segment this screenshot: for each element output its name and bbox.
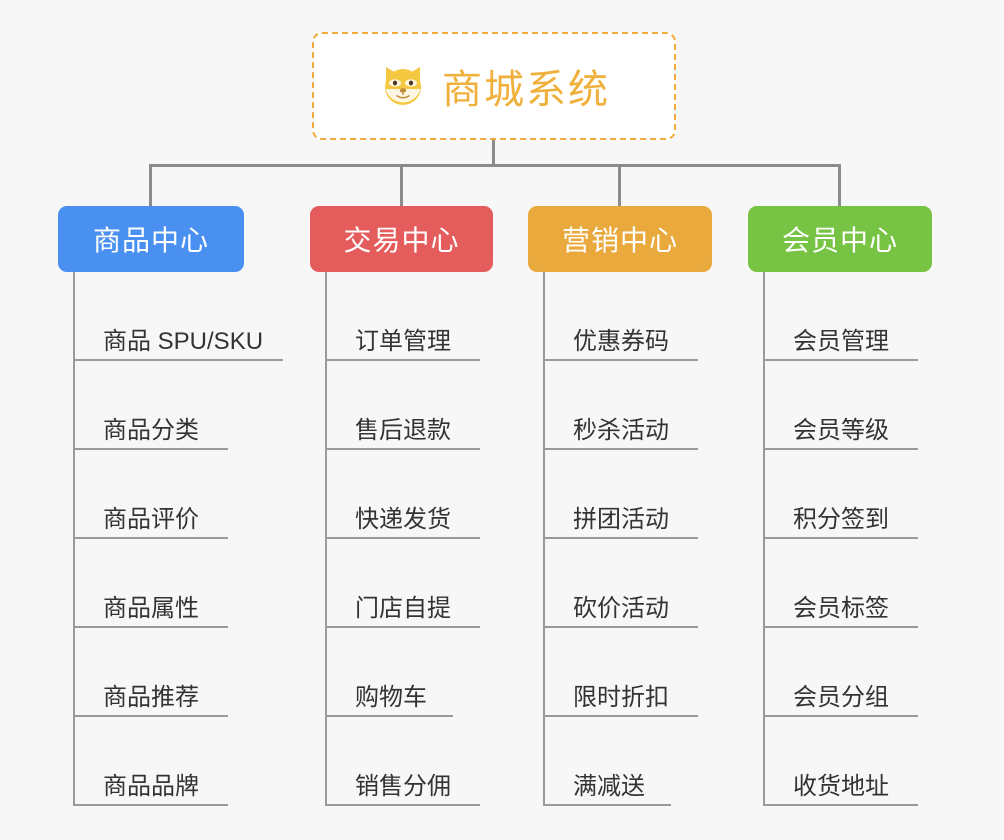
branch-spine-member-center [763,272,765,806]
branch-item[interactable]: 售后退款 [325,361,480,450]
branch-item-label: 商品 SPU/SKU [103,327,264,355]
branch-item-rule [325,359,480,361]
branch-column-marketing-center: 优惠券码 秒杀活动 拼团活动 砍价活动 限时折扣 满减送 [543,272,698,806]
branch-item-label: 商品品牌 [103,772,199,800]
branch-item-rule [763,448,918,450]
branch-item[interactable]: 商品 SPU/SKU [73,272,283,361]
connector-bus [150,164,840,167]
root-title: 商城系统 [442,68,610,112]
branch-item-rule [543,448,698,450]
branch-item[interactable]: 会员等级 [763,361,918,450]
category-box-marketing-center[interactable]: 营销中心 [528,206,712,272]
branch-item[interactable]: 订单管理 [325,272,480,361]
branch-item-rule [543,626,698,628]
branch-item-rule [325,804,480,806]
branch-item[interactable]: 商品属性 [73,539,263,628]
branch-item-rule [325,626,480,628]
branch-item-rule [73,715,228,717]
branch-item-label: 商品属性 [103,594,199,622]
branch-item[interactable]: 优惠券码 [543,272,698,361]
branch-spine-product-center [73,272,75,806]
branch-item-label: 拼团活动 [573,505,669,533]
dog-face-icon [378,61,428,111]
branch-item-label: 售后退款 [355,416,451,444]
branch-item-label: 满减送 [573,772,645,800]
branch-item[interactable]: 限时折扣 [543,628,698,717]
category-label-member-center: 会员中心 [781,225,898,256]
branch-item[interactable]: 收货地址 [763,717,918,806]
branch-item-rule [325,448,480,450]
branch-item-label: 订单管理 [355,327,451,355]
branch-item-rule [763,804,918,806]
branch-item-label: 会员标签 [793,594,889,622]
branch-item[interactable]: 满减送 [543,717,671,806]
branch-item-rule [543,359,698,361]
branch-item-rule [73,804,228,806]
branch-item[interactable]: 快递发货 [325,450,480,539]
branch-item-label: 优惠券码 [573,327,669,355]
branch-item-rule [73,626,228,628]
branch-item-label: 积分签到 [793,505,889,533]
branch-item[interactable]: 商品品牌 [73,717,263,806]
branch-item-rule [763,359,918,361]
category-box-member-center[interactable]: 会员中心 [748,206,932,272]
branch-item[interactable]: 秒杀活动 [543,361,698,450]
category-label-product-center: 商品中心 [92,225,209,256]
branch-spine-marketing-center [543,272,545,806]
branch-column-member-center: 会员管理 会员等级 积分签到 会员标签 会员分组 收货地址 [763,272,918,806]
branch-item-label: 门店自提 [355,594,451,622]
branch-item-label: 商品评价 [103,505,199,533]
connector-drop-product [149,164,152,208]
branch-item-rule [73,448,228,450]
category-label-marketing-center: 营销中心 [561,225,678,256]
branch-item-label: 商品分类 [103,416,199,444]
branch-item[interactable]: 砍价活动 [543,539,698,628]
connector-drop-marketing [618,164,621,208]
branch-item-rule [543,537,698,539]
branch-item-label: 砍价活动 [573,594,669,622]
branch-item[interactable]: 购物车 [325,628,453,717]
branch-item-label: 会员分组 [793,683,889,711]
branch-item-label: 快递发货 [355,505,451,533]
branch-item-rule [325,537,480,539]
branch-item-rule [543,715,698,717]
connector-drop-member [838,164,841,208]
branch-item-label: 会员管理 [793,327,889,355]
category-box-trade-center[interactable]: 交易中心 [310,206,493,272]
branch-item-rule [73,359,283,361]
branch-item-rule [325,715,453,717]
branch-item[interactable]: 积分签到 [763,450,918,539]
branch-item-rule [73,537,228,539]
branch-spine-trade-center [325,272,327,806]
branch-item-label: 销售分佣 [355,772,451,800]
branch-item-rule [543,804,671,806]
branch-column-product-center: 商品 SPU/SKU 商品分类 商品评价 商品属性 商品推荐 商品品牌 [73,272,283,806]
branch-item[interactable]: 会员管理 [763,272,918,361]
branch-item-label: 购物车 [355,683,427,711]
branch-item[interactable]: 会员分组 [763,628,918,717]
branch-item[interactable]: 拼团活动 [543,450,698,539]
branch-item-rule [763,626,918,628]
connector-drop-trade [400,164,403,208]
branch-item-label: 会员等级 [793,416,889,444]
branch-item-label: 收货地址 [793,772,889,800]
branch-item-rule [763,715,918,717]
category-box-product-center[interactable]: 商品中心 [58,206,244,272]
category-label-trade-center: 交易中心 [343,225,460,256]
branch-item-label: 限时折扣 [573,683,669,711]
branch-item[interactable]: 商品评价 [73,450,263,539]
branch-item[interactable]: 商品推荐 [73,628,263,717]
branch-column-trade-center: 订单管理 售后退款 快递发货 门店自提 购物车 销售分佣 [325,272,480,806]
branch-item-rule [763,537,918,539]
branch-item-label: 秒杀活动 [573,416,669,444]
branch-item[interactable]: 商品分类 [73,361,263,450]
branch-item[interactable]: 会员标签 [763,539,918,628]
branch-item[interactable]: 门店自提 [325,539,480,628]
branch-item-label: 商品推荐 [103,683,199,711]
branch-item[interactable]: 销售分佣 [325,717,480,806]
connector-trunk [492,140,495,166]
root-node[interactable]: 商城系统 [312,32,676,140]
